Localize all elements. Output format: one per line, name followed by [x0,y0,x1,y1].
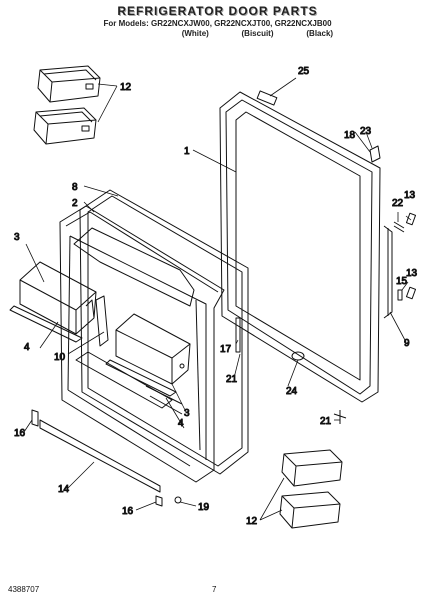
shelf-trim-left [9,305,83,343]
door-handle [383,225,393,319]
trim-cap [256,90,278,106]
callout-10: 10 [54,352,66,363]
shelf-trim-right [105,359,177,397]
color-label-black: (Black) [306,29,334,38]
screw-22 [393,221,405,233]
models-label: For Models: GR22NCXJW00, GR22NCXJT00, GR… [103,19,332,28]
callout-3-left: 3 [14,232,20,243]
callout-1: 1 [184,146,190,157]
bumper-17 [235,317,241,353]
color-label-biscuit: (Biscuit) [241,29,274,38]
handle-plug-13b [405,286,417,300]
callout-24: 24 [286,386,298,397]
callout-4-left: 4 [24,342,30,353]
callout-22: 22 [392,198,404,209]
callout-21-lower: 21 [320,416,332,427]
callout-19: 19 [198,502,210,513]
door-bin-upper-1 [37,65,101,103]
callout-12-upper: 12 [120,82,132,93]
outer-door-panel [219,91,381,403]
callout-14: 14 [58,484,70,495]
hinge-bushing [369,145,381,163]
leader-lines [23,77,412,521]
door-liner [59,205,225,483]
bottom-trim [39,419,161,493]
callout-17: 17 [220,344,232,355]
callout-16-lower: 16 [122,506,134,517]
callout-4-right: 4 [178,418,184,429]
callout-8: 8 [72,182,78,193]
callout-12-lower: 12 [246,516,258,527]
callout-9: 9 [404,338,410,349]
callout-15: 15 [396,276,408,287]
screw-15 [397,289,403,301]
callout-13-upper: 13 [404,190,416,201]
door-stop-cam [291,351,305,361]
door-bin-lower-2 [279,491,341,529]
clip-16a [31,409,39,427]
diagram-title: REFRIGERATOR DOOR PARTS [117,4,318,18]
page-number: 7 [212,585,217,594]
part-number: 4388707 [8,585,40,594]
door-shelf-left [19,261,97,335]
color-labels: (White) (Biscuit) (Black) [40,29,435,38]
door-gasket [79,189,249,475]
door-shelf-right [115,313,191,385]
callout-25: 25 [298,66,310,77]
door-bin-upper-2 [33,107,97,145]
callout-16-left: 16 [14,428,26,439]
callout-23: 23 [360,126,372,137]
screw-21 [333,410,347,424]
callout-3-right: 3 [184,408,190,419]
clip-16b [155,495,163,507]
door-bin-lower-1 [281,449,343,487]
callout-21-upper: 21 [226,374,238,385]
callout-13-lower: 13 [406,268,418,279]
handle-plug-13a [405,212,417,226]
callout-2: 2 [72,198,78,209]
screw-19 [174,496,182,504]
callout-18: 18 [344,130,356,141]
color-label-white: (White) [181,29,209,38]
